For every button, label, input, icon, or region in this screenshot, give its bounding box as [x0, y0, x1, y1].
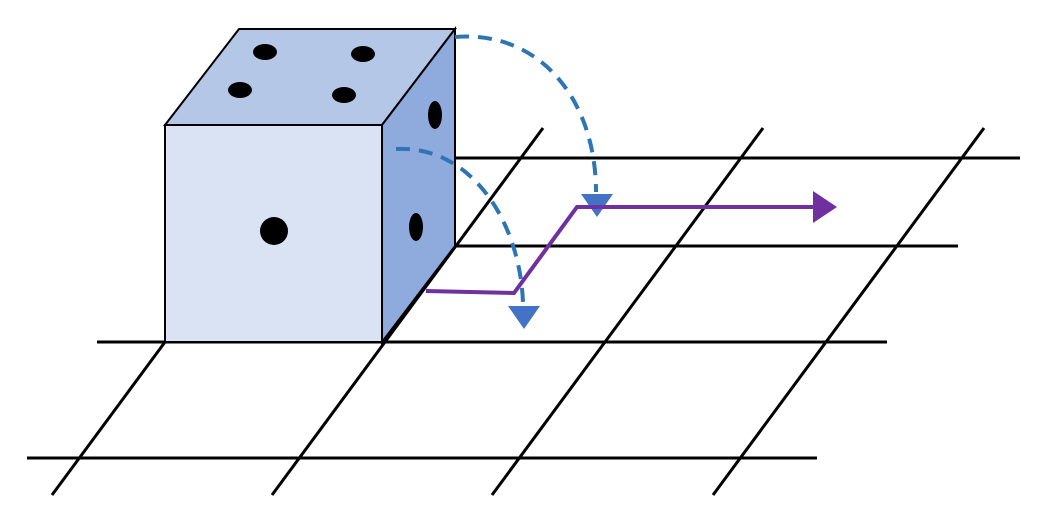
grid-line-d1 — [50, 341, 167, 496]
grid-line-d3 — [490, 127, 765, 496]
grid-line-d4 — [711, 127, 986, 496]
arrowhead-icon — [813, 191, 837, 223]
pip — [409, 213, 423, 241]
roll-arc-bottom — [395, 146, 525, 304]
die-pips — [228, 44, 442, 245]
pip — [253, 44, 277, 60]
pip — [332, 87, 356, 103]
path-line — [425, 205, 815, 296]
grid-line-d2 — [270, 127, 545, 496]
pip — [351, 46, 375, 62]
pip — [228, 82, 252, 98]
arrowhead-icon — [508, 306, 540, 329]
pip — [260, 217, 288, 245]
roll-arc-top — [454, 34, 598, 193]
die — [162, 26, 458, 345]
movement-path — [425, 191, 837, 296]
pip — [428, 101, 442, 129]
